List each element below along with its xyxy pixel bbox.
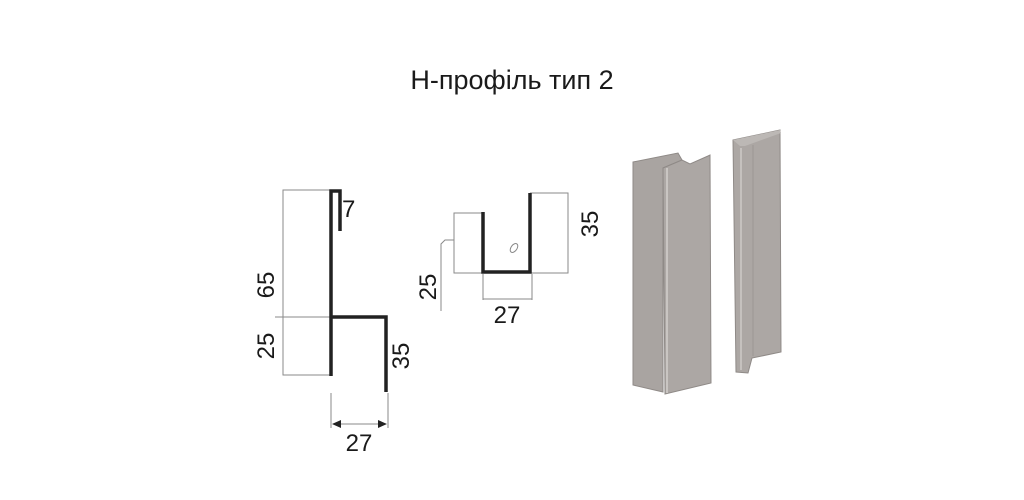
title: H-профіль тип 2 xyxy=(410,65,613,95)
dim-leg: 35 xyxy=(388,343,415,370)
dim-left: 25 xyxy=(415,274,442,301)
dim-width: 27 xyxy=(346,430,373,457)
leader-line xyxy=(440,239,454,311)
profile-3d-h xyxy=(632,152,712,395)
outline-box xyxy=(282,189,331,376)
outline-box xyxy=(453,192,569,274)
dim-lower: 25 xyxy=(253,333,280,360)
profile-3d-u xyxy=(732,129,782,374)
side-view-drawing: 7 65 25 35 27 xyxy=(253,189,415,457)
dim-top-hook: 7 xyxy=(342,196,355,223)
profile-top-edge xyxy=(733,130,781,146)
profile-leg-stroke xyxy=(331,315,388,392)
hole-mark xyxy=(509,243,519,253)
dim-width: 27 xyxy=(494,302,521,329)
dim-upper: 65 xyxy=(253,272,280,299)
arrow-left-icon xyxy=(332,420,341,428)
profile-main-stroke xyxy=(329,189,342,376)
profile-section-stroke xyxy=(481,193,532,274)
arrow-right-icon xyxy=(378,420,387,428)
section-view-drawing: 25 35 27 xyxy=(415,192,604,329)
dim-right: 35 xyxy=(577,211,604,238)
profile-face-right xyxy=(662,154,712,395)
